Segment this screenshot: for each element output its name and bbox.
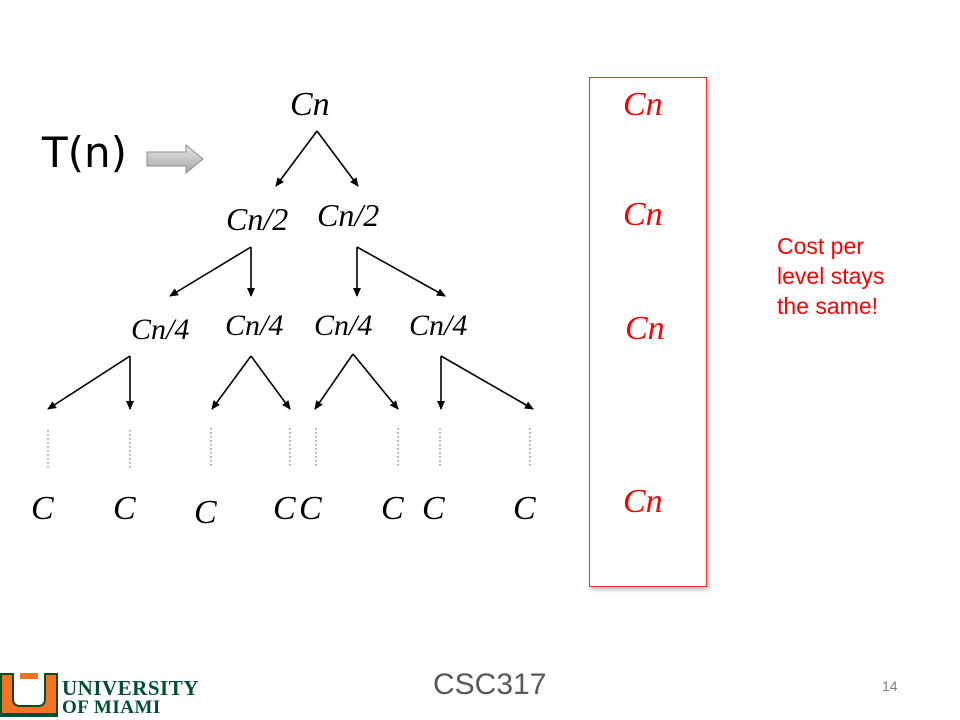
transform-arrow-icon bbox=[146, 143, 204, 175]
level-cost-box bbox=[589, 77, 707, 587]
leaf-node: C bbox=[422, 490, 445, 527]
level2-node: Cn/4 bbox=[131, 313, 190, 346]
level1-node: Cn/2 bbox=[226, 201, 289, 237]
recurrence-label: T(n) bbox=[42, 128, 128, 177]
tree-root-node: Cn bbox=[290, 86, 330, 123]
leaf-node: C bbox=[381, 490, 404, 527]
level2-edges bbox=[47, 353, 534, 410]
u-logo-icon bbox=[0, 673, 58, 717]
leaf-node: C bbox=[513, 490, 536, 527]
level2-node: Cn/4 bbox=[409, 309, 468, 342]
level1-edges bbox=[169, 246, 446, 297]
cost-note: Cost per level stays the same! bbox=[777, 233, 885, 319]
logo-line-miami: OF MIAMI bbox=[62, 697, 161, 718]
course-label: CSC317 bbox=[433, 668, 547, 701]
leaf-node: C bbox=[194, 494, 217, 531]
level2-node: Cn/4 bbox=[225, 309, 284, 342]
leaf-node: C bbox=[273, 490, 296, 527]
level-cost: Cn bbox=[625, 310, 665, 347]
level-cost: Cn bbox=[623, 86, 663, 123]
level2-node: Cn/4 bbox=[314, 309, 373, 342]
page-number: 14 bbox=[882, 678, 898, 694]
leaf-node: C bbox=[31, 490, 54, 527]
logo-line-university: UNIVERSITY bbox=[62, 676, 199, 700]
leaf-node: C bbox=[113, 490, 136, 527]
level1-node: Cn/2 bbox=[317, 197, 380, 233]
root-edges bbox=[275, 130, 359, 187]
leaf-node: C bbox=[299, 490, 322, 527]
level-cost: Cn bbox=[623, 196, 663, 233]
level-cost: Cn bbox=[623, 483, 663, 520]
continuation-dots bbox=[47, 428, 531, 468]
